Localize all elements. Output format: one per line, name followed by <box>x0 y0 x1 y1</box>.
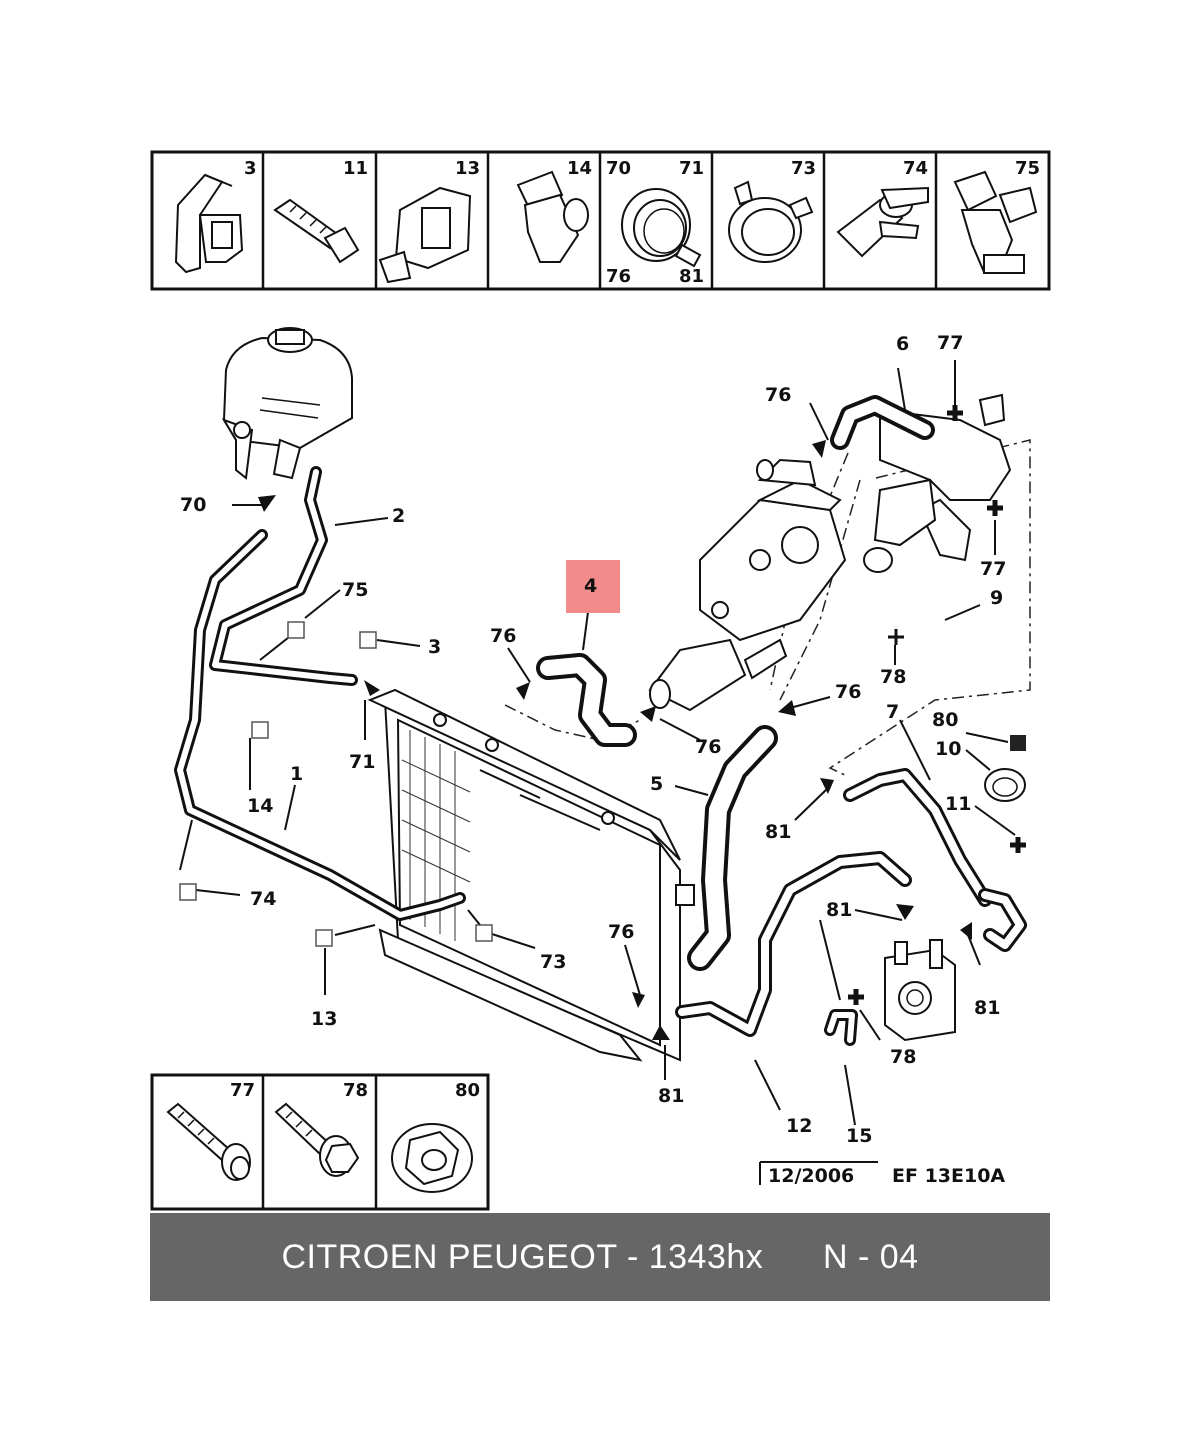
part-label: 74 <box>250 888 276 910</box>
part-label: 2 <box>392 505 405 527</box>
footer-bar: CITROEN PEUGEOT - 1343hx N - 04 <box>150 1213 1050 1301</box>
part-cell-number: 76 <box>606 266 631 287</box>
bottom-parts-strip: 77 78 80 <box>150 1073 490 1211</box>
part-label: 75 <box>342 579 368 601</box>
part-number-labels: 4 76 70 2 75 3 71 14 1 74 13 73 76 76 5 … <box>180 332 1006 1147</box>
pipe-bracket-icon <box>836 186 929 258</box>
hose-clip-frame-icon <box>378 186 472 284</box>
part-label: 7 <box>886 701 899 723</box>
part-label: 10 <box>935 738 961 760</box>
part-cell-number: 70 <box>606 158 631 179</box>
part-label: 73 <box>540 951 566 973</box>
expansion-tank-icon <box>221 327 353 480</box>
part-cell-number: 75 <box>1015 158 1040 179</box>
part-label-4: 4 <box>584 575 597 597</box>
part-cell-number: 14 <box>567 158 592 179</box>
part-label: 70 <box>180 494 206 516</box>
part-cell-number: 11 <box>343 158 368 179</box>
thermostat-housing-icon <box>648 458 847 712</box>
part-cell-number: 3 <box>244 158 257 179</box>
coolant-hoses <box>174 395 1027 1046</box>
part-cell-number: 74 <box>903 158 928 179</box>
part-label: 71 <box>349 751 375 773</box>
date-code: 12/2006 <box>768 1165 854 1187</box>
part-label: 14 <box>247 795 273 817</box>
part-label: 78 <box>880 666 906 688</box>
part-label: 77 <box>980 558 1006 580</box>
threaded-stud-icon <box>273 198 360 264</box>
radiator-icon <box>367 688 695 1062</box>
part-label: 80 <box>932 709 958 731</box>
heat-exchanger-icon <box>884 939 956 1042</box>
reference-codes: 12/2006 EF 13E10A <box>759 1161 1005 1187</box>
part-label: 12 <box>786 1115 812 1137</box>
part-cell-number: 81 <box>679 266 704 287</box>
spring-clamp-icon <box>728 180 814 263</box>
part-label: 13 <box>311 1008 337 1030</box>
part-label: 15 <box>846 1125 872 1147</box>
arrowheads <box>258 440 972 1040</box>
top-parts-strip: 3 11 13 14 70 71 76 81 73 74 75 <box>150 150 1051 291</box>
part-label: 9 <box>990 587 1003 609</box>
highlighted-part-marker <box>566 560 620 613</box>
part-label: 11 <box>945 793 971 815</box>
screw-icon <box>166 1102 251 1181</box>
flange-bolt-icon <box>274 1102 360 1177</box>
bracket-clip-icon <box>174 173 244 274</box>
footer-caption: CITROEN PEUGEOT - 1343hx N - 04 <box>281 1237 919 1276</box>
part-label: 6 <box>896 333 909 355</box>
flange-nut-icon <box>391 1123 473 1193</box>
reference-code: EF 13E10A <box>892 1165 1005 1187</box>
part-label: 3 <box>428 636 441 658</box>
part-label: 81 <box>658 1085 684 1107</box>
part-label: 81 <box>765 821 791 843</box>
collar-clamp-icon <box>621 188 702 268</box>
part-label: 78 <box>890 1046 916 1068</box>
part-cell-number: 78 <box>343 1080 368 1101</box>
part-label: 76 <box>695 736 721 758</box>
part-cell-number: 13 <box>455 158 480 179</box>
part-label: 76 <box>608 921 634 943</box>
hose-clip-icon <box>516 170 589 263</box>
double-hose-clip-icon <box>953 170 1038 274</box>
part-label: 76 <box>490 625 516 647</box>
part-cell-number: 80 <box>455 1080 480 1101</box>
part-label: 81 <box>826 899 852 921</box>
part-cell-number: 77 <box>230 1080 255 1101</box>
part-label: 76 <box>835 681 861 703</box>
part-label: 81 <box>974 997 1000 1019</box>
leader-lines <box>179 360 1016 1126</box>
part-cell-number: 73 <box>791 158 816 179</box>
clamp-ten-icon <box>984 735 1026 802</box>
callout-squares <box>179 621 493 947</box>
part-label: 76 <box>765 384 791 406</box>
part-label: 5 <box>650 773 663 795</box>
part-cell-number: 71 <box>679 158 704 179</box>
fastener-markers <box>848 405 1026 1005</box>
part-label: 77 <box>937 332 963 354</box>
part-label: 1 <box>290 763 303 785</box>
